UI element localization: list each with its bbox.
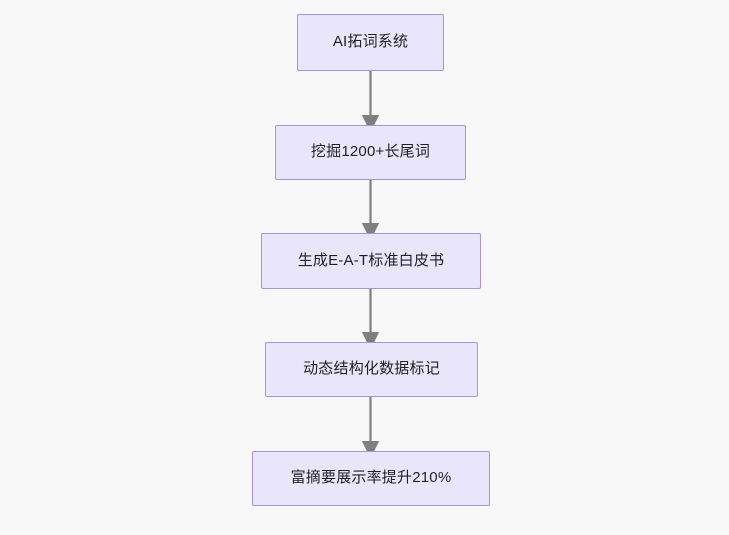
flow-node-label: 富摘要展示率提升210%	[290, 469, 452, 487]
flow-node-dynamic-structured-data-markup[interactable]: 动态结构化数据标记	[265, 342, 478, 397]
flow-node-label: AI拓词系统	[332, 33, 409, 51]
flow-node-rich-snippet-rate-increase[interactable]: 富摘要展示率提升210%	[252, 451, 490, 506]
flow-node-mine-longtail-keywords[interactable]: 挖掘1200+长尾词	[275, 125, 466, 180]
flow-node-label: 挖掘1200+长尾词	[310, 143, 431, 161]
flow-node-generate-eat-whitepaper[interactable]: 生成E-A-T标准白皮书	[261, 233, 481, 289]
flow-node-label: 动态结构化数据标记	[303, 360, 440, 378]
flow-node-ai-keyword-system[interactable]: AI拓词系统	[297, 14, 444, 71]
flow-node-label: 生成E-A-T标准白皮书	[297, 251, 445, 269]
